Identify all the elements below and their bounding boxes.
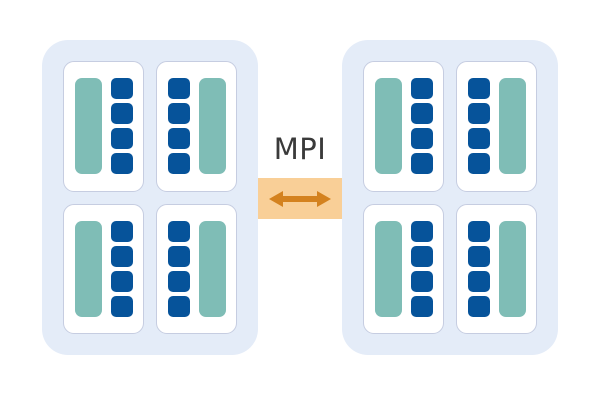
core-unit	[410, 220, 433, 242]
core-column	[410, 78, 433, 175]
memory-bar	[198, 220, 226, 317]
core-unit	[110, 128, 133, 150]
core-column	[167, 220, 190, 317]
socket-grid-right	[342, 40, 558, 355]
socket-card	[363, 61, 444, 192]
core-unit	[110, 220, 133, 242]
core-unit	[410, 153, 433, 175]
socket-card	[63, 203, 144, 334]
socket-card	[363, 203, 444, 334]
core-unit	[110, 103, 133, 125]
socket-card	[156, 61, 237, 192]
core-unit	[167, 270, 190, 292]
memory-bar	[74, 220, 102, 317]
core-unit	[467, 128, 490, 150]
core-column	[467, 220, 490, 317]
socket-card	[456, 203, 537, 334]
core-unit	[467, 153, 490, 175]
mpi-link-box	[258, 178, 342, 219]
socket-card	[63, 61, 144, 192]
core-column	[467, 78, 490, 175]
core-unit	[110, 295, 133, 317]
core-unit	[167, 220, 190, 242]
memory-bar	[374, 220, 402, 317]
core-unit	[110, 153, 133, 175]
core-unit	[410, 128, 433, 150]
core-unit	[167, 103, 190, 125]
memory-bar	[198, 78, 226, 175]
memory-bar	[498, 78, 526, 175]
core-unit	[467, 295, 490, 317]
core-column	[167, 78, 190, 175]
core-unit	[410, 270, 433, 292]
node-cluster-left	[42, 40, 258, 355]
core-unit	[110, 245, 133, 267]
core-unit	[410, 78, 433, 100]
core-unit	[167, 153, 190, 175]
mpi-label: MPI	[273, 132, 327, 166]
double-headed-arrow-icon	[269, 190, 331, 207]
core-unit	[467, 270, 490, 292]
core-column	[110, 78, 133, 175]
memory-bar	[498, 220, 526, 317]
socket-card	[456, 61, 537, 192]
core-unit	[467, 220, 490, 242]
core-column	[110, 220, 133, 317]
memory-bar	[74, 78, 102, 175]
core-unit	[167, 128, 190, 150]
core-unit	[467, 245, 490, 267]
core-unit	[167, 78, 190, 100]
core-unit	[410, 295, 433, 317]
core-unit	[467, 78, 490, 100]
core-unit	[410, 103, 433, 125]
core-unit	[110, 270, 133, 292]
socket-grid-left	[42, 40, 258, 355]
core-unit	[110, 78, 133, 100]
core-unit	[167, 245, 190, 267]
core-unit	[410, 245, 433, 267]
core-unit	[167, 295, 190, 317]
core-unit	[467, 103, 490, 125]
memory-bar	[374, 78, 402, 175]
socket-card	[156, 203, 237, 334]
core-column	[410, 220, 433, 317]
node-cluster-right	[342, 40, 558, 355]
